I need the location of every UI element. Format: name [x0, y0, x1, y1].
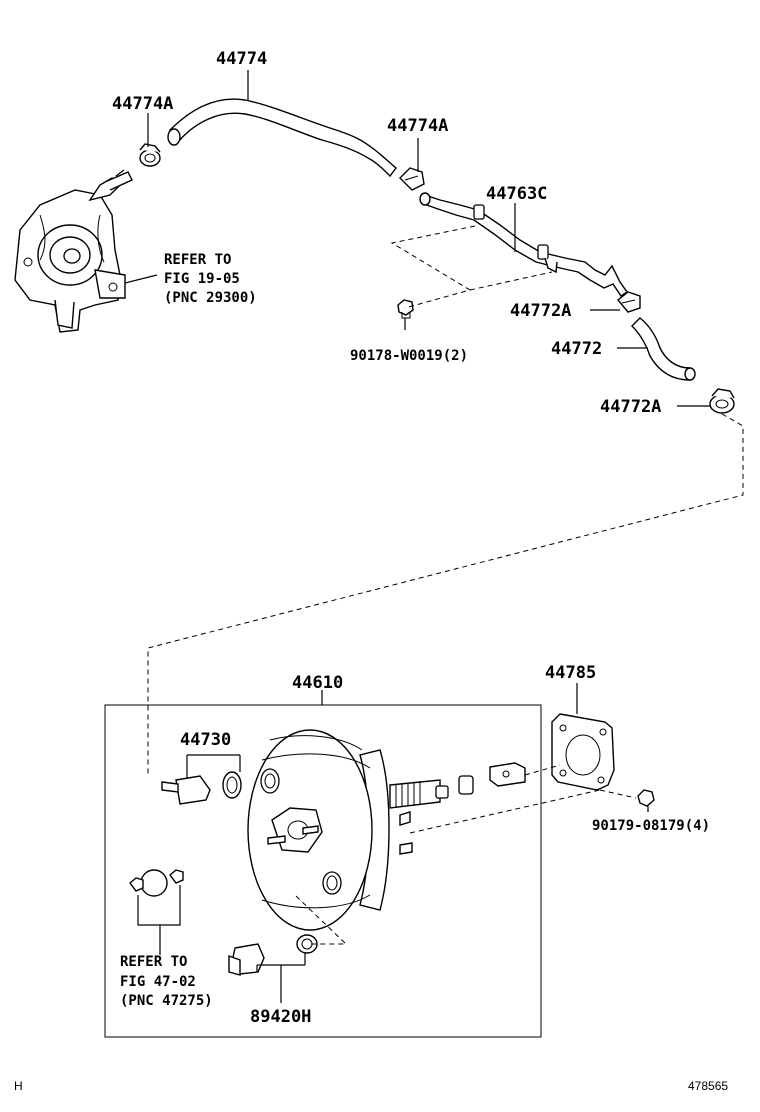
bolt-90178 — [397, 299, 414, 319]
label-44774A-right: 44774A — [387, 116, 448, 136]
booster-group-frame — [104, 704, 542, 1038]
label-44785: 44785 — [545, 663, 596, 683]
hose-44774 — [167, 98, 397, 178]
clamp-44772A-lower — [709, 388, 735, 414]
reference-note-pump: REFER TO FIG 19-05 (PNC 29300) — [164, 252, 257, 306]
ref-oring-line3: (PNC 47275) — [120, 993, 213, 1009]
leader-lines-lower — [137, 683, 649, 1003]
ref-pump-line1: REFER TO — [164, 252, 231, 268]
clamp-44774A-right — [399, 167, 425, 191]
footer-left-code: H — [14, 1079, 23, 1093]
label-44772: 44772 — [551, 339, 602, 359]
label-90178: 90178-W0019(2) — [350, 348, 468, 364]
brake-booster — [247, 729, 449, 931]
clamp-44774A-left — [139, 143, 161, 167]
ref-pump-line2: FIG 19-05 — [164, 271, 240, 287]
label-44774: 44774 — [216, 49, 267, 69]
label-44610: 44610 — [292, 673, 343, 693]
check-valve-44730 — [161, 771, 242, 805]
hose-44772 — [631, 317, 696, 381]
label-44772A-upper: 44772A — [510, 301, 571, 321]
o-ring-and-nuts — [129, 869, 184, 897]
pipe-44763C — [419, 192, 628, 297]
leader-lines-upper — [115, 70, 744, 776]
clevis-yoke — [458, 762, 526, 795]
ref-oring-line1: REFER TO — [120, 954, 187, 970]
label-44772A-lower: 44772A — [600, 397, 661, 417]
label-89420H: 89420H — [250, 1007, 311, 1027]
label-44763C: 44763C — [486, 184, 547, 204]
vacuum-pump — [14, 171, 133, 333]
ref-oring-line2: FIG 47-02 — [120, 974, 196, 990]
label-44730: 44730 — [180, 730, 231, 750]
reference-note-oring: REFER TO FIG 47-02 (PNC 47275) — [120, 954, 213, 1009]
footer-figure-number: 478565 — [688, 1079, 728, 1093]
nut-90179 — [637, 789, 655, 807]
clamp-44772A-upper — [617, 291, 641, 313]
label-44774A-left: 44774A — [112, 94, 173, 114]
gasket-44785 — [551, 713, 615, 791]
sensor-89420H — [228, 934, 318, 976]
label-90179: 90179-08179(4) — [592, 818, 710, 834]
ref-pump-line3: (PNC 29300) — [164, 290, 257, 306]
